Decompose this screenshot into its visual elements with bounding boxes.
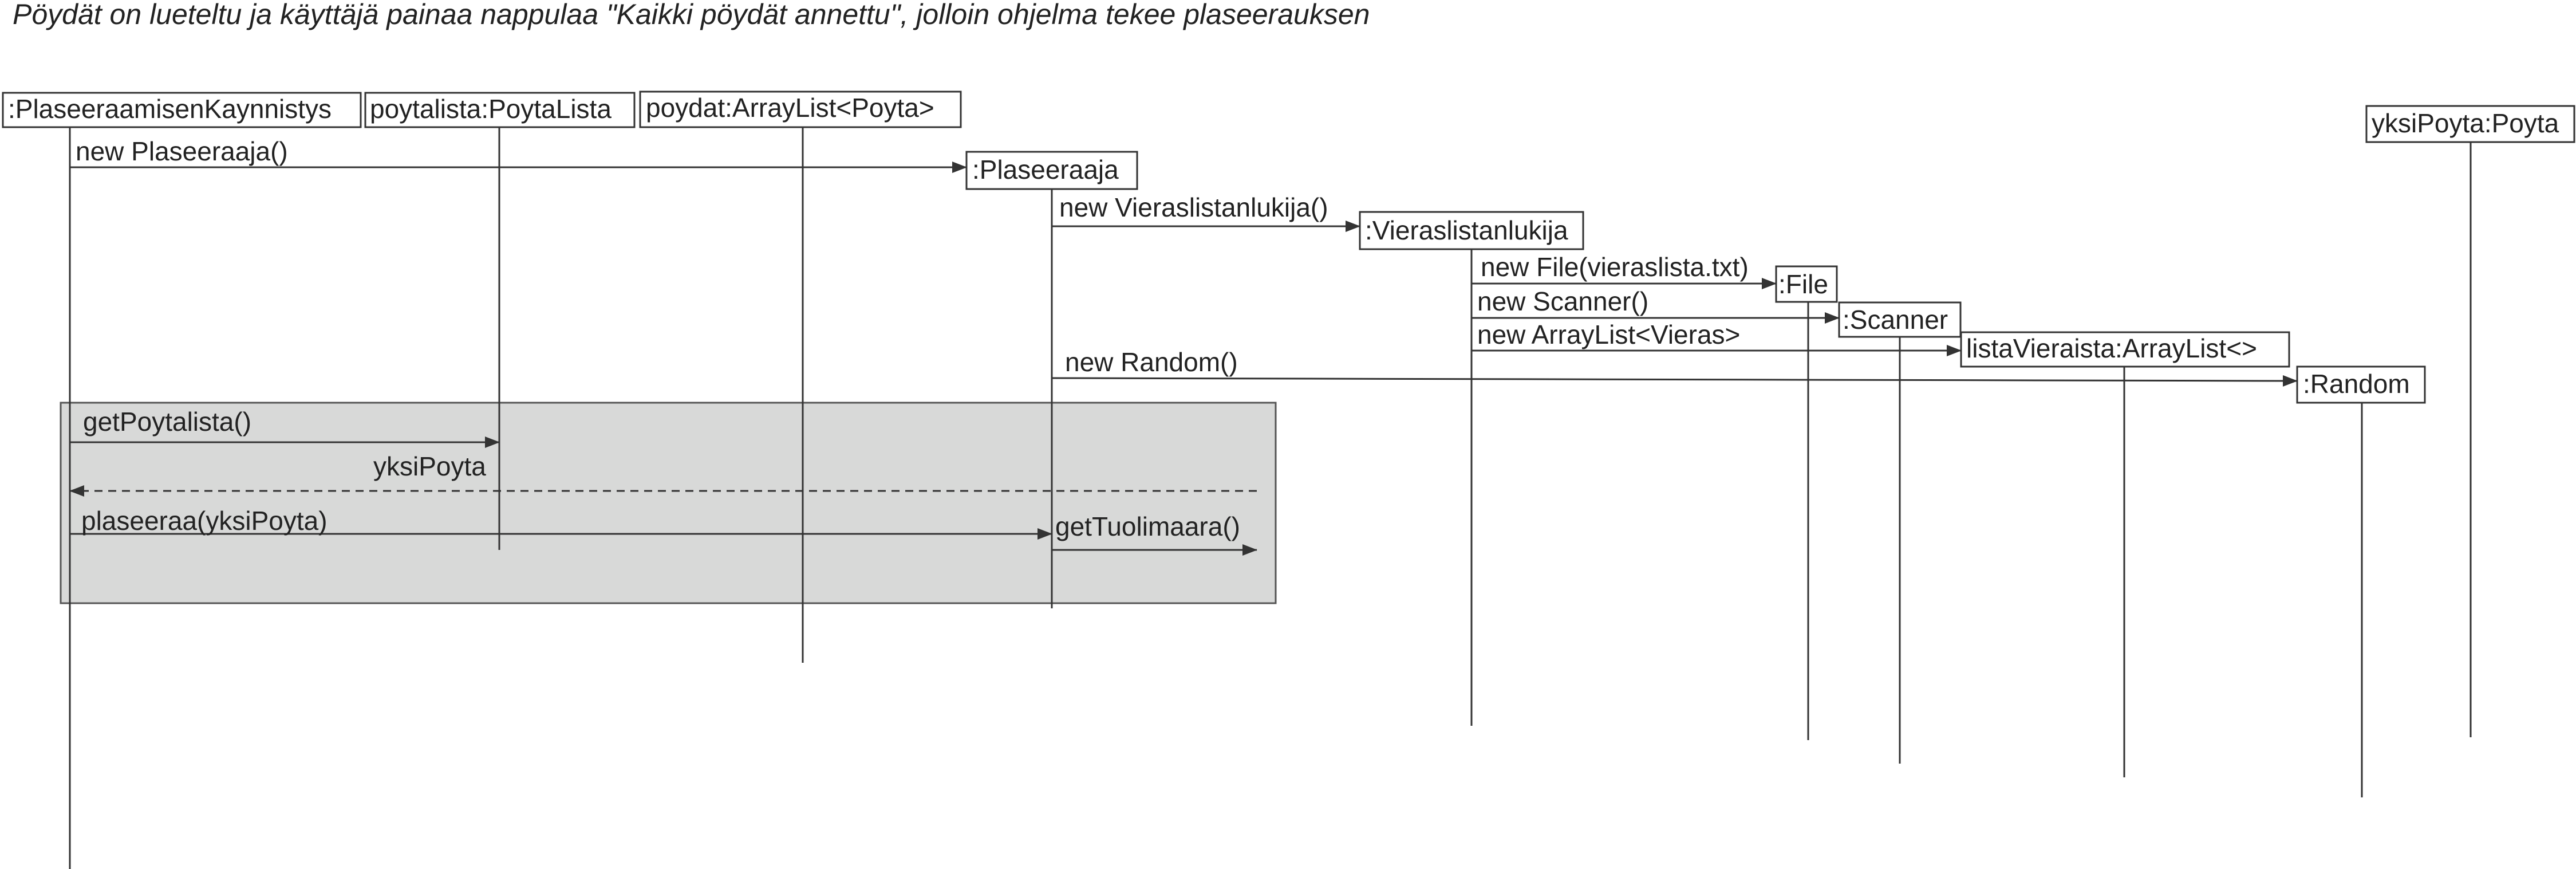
- message-label-get-poytalista: getPoytalista(): [83, 407, 251, 437]
- object-label-vieraslistanlukija: :Vieraslistanlukija: [1365, 215, 1568, 245]
- message-label-new-vieraslistanlukija: new Vieraslistanlukija(): [1059, 192, 1328, 222]
- object-box-file: [1775, 265, 1838, 303]
- object-box-scanner: [1838, 301, 1962, 338]
- message-label-new-file: new File(vieraslista.txt): [1481, 252, 1749, 282]
- loop-fragment-frame: [60, 402, 1277, 604]
- object-box-listavieraista: [1960, 331, 2290, 368]
- object-label-random: :Random: [2303, 369, 2410, 399]
- diagram-title: Pöydät on lueteltu ja käyttäjä painaa na…: [13, 0, 1370, 30]
- message-arrow-new-random: [1051, 375, 2298, 387]
- message-label-get-tuolimaara: getTuolimaara(): [1055, 512, 1240, 541]
- object-label-poytalista: poytalista:PoytaLista: [370, 94, 612, 124]
- object-box-kaynnistys: [2, 92, 362, 128]
- object-box-poytalista: [364, 92, 636, 128]
- object-label-scanner: :Scanner: [1843, 305, 1948, 335]
- object-label-poydat: poydat:ArrayList<Poyta>: [646, 93, 934, 123]
- message-label-plaseeraa: plaseeraa(yksiPoyta): [81, 506, 328, 536]
- message-label-new-plaseeraaja: new Plaseeraaja(): [76, 136, 288, 166]
- message-label-new-arraylist: new ArrayList<Vieras>: [1477, 320, 1740, 349]
- object-box-poydat: [639, 91, 962, 128]
- object-label-listavieraista: listaVieraista:ArrayList<>: [1966, 333, 2257, 363]
- object-label-yksipoyta: yksiPoyta:Poyta: [2372, 108, 2559, 138]
- object-box-yksipoyta: [2365, 105, 2575, 143]
- object-label-kaynnistys: :PlaseeraamisenKaynnistys: [8, 94, 332, 124]
- message-label-new-scanner: new Scanner(): [1477, 286, 1648, 316]
- message-label-new-random: new Random(): [1065, 347, 1238, 377]
- object-label-file: :File: [1778, 269, 1828, 299]
- object-label-plaseeraaja: :Plaseeraaja: [972, 155, 1119, 184]
- message-label-yksipoyta-return: yksiPoyta: [373, 451, 486, 481]
